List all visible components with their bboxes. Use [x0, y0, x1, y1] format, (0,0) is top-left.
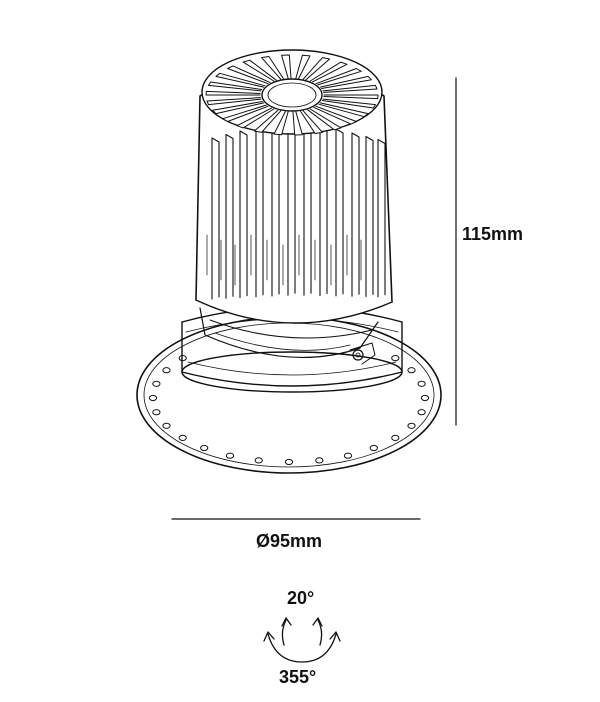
- vertical-fin: [211, 137, 220, 300]
- radial-fin: [295, 54, 311, 79]
- radial-fin: [222, 104, 269, 122]
- radial-fin: [261, 56, 284, 80]
- mounting-hole: [200, 444, 209, 452]
- radial-fin: [206, 97, 262, 106]
- mounting-hole: [369, 444, 378, 452]
- mounting-hole: [407, 422, 416, 429]
- radial-fin: [208, 81, 263, 92]
- vertical-fin: [351, 132, 360, 297]
- mounting-hole: [315, 457, 324, 464]
- radial-fin: [215, 72, 266, 88]
- mounting-hole: [407, 367, 416, 374]
- tilt-angle-label: 20°: [287, 588, 315, 608]
- radial-fin: [319, 75, 372, 89]
- rotation-angle-label: 355°: [279, 667, 317, 687]
- radial-fin: [227, 65, 271, 85]
- mounting-hole: [254, 457, 263, 464]
- mounting-hole: [148, 394, 158, 402]
- radial-fin: [322, 84, 378, 93]
- radial-fin: [309, 61, 348, 83]
- vertical-fin: [335, 128, 344, 297]
- radial-fin: [313, 105, 357, 125]
- mounting-hole: [417, 409, 426, 416]
- tilt-arrow-icon: [281, 617, 323, 646]
- radial-fin: [321, 98, 376, 109]
- rotation-arrow-icon: [263, 631, 341, 663]
- vertical-fin: [239, 130, 248, 299]
- mounting-hole: [178, 434, 187, 441]
- vertical-fin: [225, 133, 234, 299]
- radial-fin: [273, 111, 289, 136]
- mounting-hole: [162, 422, 171, 429]
- mounting-hole: [152, 380, 161, 387]
- radial-fin: [236, 107, 275, 129]
- radial-fin: [300, 110, 323, 134]
- radial-fin: [292, 111, 303, 136]
- trim-mounting-holes: [148, 355, 430, 466]
- diameter-dimension-label: Ø95mm: [256, 531, 323, 551]
- mounting-hole: [162, 367, 171, 374]
- radial-fin: [318, 102, 369, 118]
- mounting-hole: [391, 355, 400, 362]
- heat-sink-vertical-fins: [206, 118, 386, 300]
- radial-fin: [281, 54, 292, 79]
- gimbal-collar: [195, 299, 393, 365]
- mounting-hole: [284, 458, 294, 466]
- radial-fin: [253, 109, 282, 133]
- mounting-hole: [391, 434, 400, 441]
- mounting-hole: [225, 452, 235, 459]
- mounting-hole: [420, 394, 430, 402]
- radial-fin: [242, 59, 277, 82]
- radial-fin: [323, 94, 379, 100]
- radial-fin: [307, 108, 342, 131]
- heat-sink-radial-fins: [205, 54, 379, 136]
- vertical-fin: [377, 138, 386, 298]
- mounting-hole: [417, 380, 426, 387]
- radial-fin: [205, 90, 261, 96]
- heat-sink-top: [201, 49, 383, 136]
- radial-fin: [212, 101, 265, 115]
- radial-fin: [302, 57, 331, 81]
- radial-fin: [315, 68, 362, 86]
- mounting-hole: [152, 409, 161, 416]
- mounting-hole: [343, 452, 353, 459]
- height-dimension-label: 115mm: [462, 224, 524, 244]
